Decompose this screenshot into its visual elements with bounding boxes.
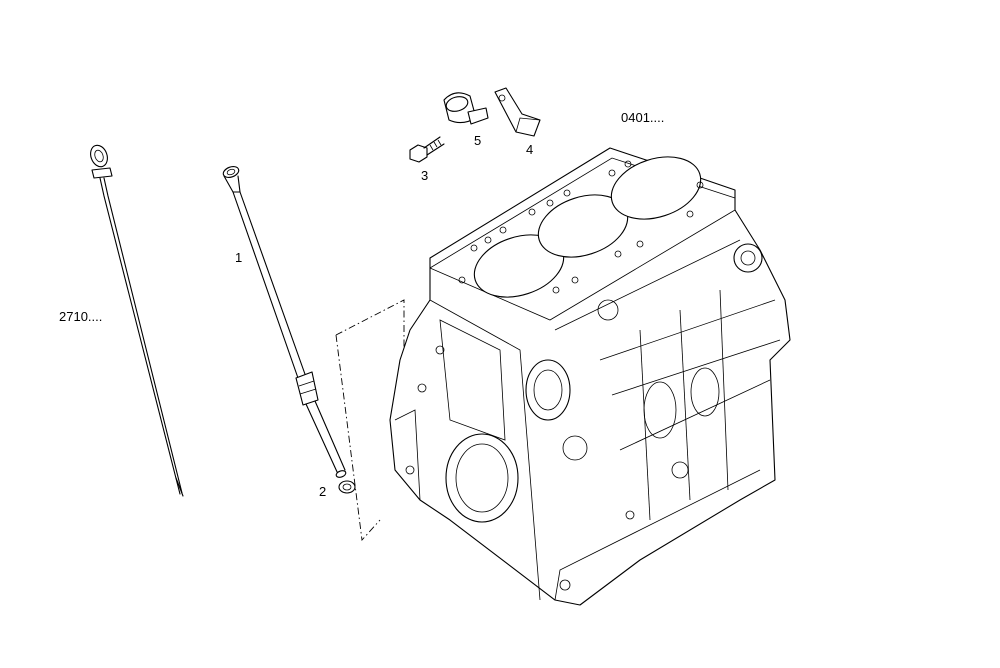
bolt[interactable] xyxy=(409,136,445,163)
callout-dipstick-ref: 2710.... xyxy=(59,309,102,324)
seal-ring[interactable] xyxy=(338,480,356,494)
bracket[interactable] xyxy=(494,87,541,137)
callout-item-5: 5 xyxy=(474,133,481,148)
engine-block[interactable] xyxy=(389,146,791,606)
clamp[interactable] xyxy=(443,92,489,125)
callout-item-4: 4 xyxy=(526,142,533,157)
callout-item-3: 3 xyxy=(421,168,428,183)
dipstick[interactable] xyxy=(88,143,184,497)
dipstick-tube[interactable] xyxy=(222,165,347,479)
callout-item-1: 1 xyxy=(235,250,242,265)
callout-block-ref: 0401.... xyxy=(621,110,664,125)
callout-item-2: 2 xyxy=(319,484,326,499)
